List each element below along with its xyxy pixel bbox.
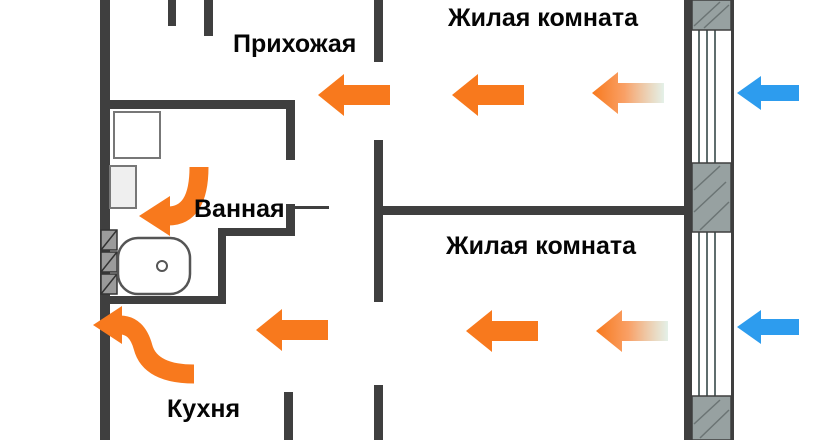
room-label-hallway: Прихожая bbox=[233, 30, 357, 58]
room-label-living-room-bottom: Жилая комната bbox=[446, 232, 637, 260]
exhaust-arrow-curved-kitchen-icon bbox=[93, 306, 195, 384]
wall-bathroom-right-lower bbox=[286, 204, 295, 236]
sink bbox=[109, 165, 137, 209]
exhaust-arrow-faded-icon bbox=[592, 72, 664, 114]
wall-bathroom-right-upper bbox=[286, 100, 295, 160]
wall-bathroom-inner-top bbox=[218, 228, 295, 236]
bathtub bbox=[116, 236, 192, 296]
exhaust-arrow-icon bbox=[318, 74, 390, 116]
fresh-air-arrow-icon bbox=[737, 76, 799, 110]
bathtub-drain bbox=[156, 260, 168, 272]
wall-kitchen-stub bbox=[284, 392, 293, 440]
wall-center-bottom-stub bbox=[374, 385, 383, 440]
wall-bathroom-inner-vertical bbox=[218, 228, 226, 304]
window-glazing-bottom bbox=[698, 232, 716, 396]
bathroom-fixtures bbox=[100, 111, 192, 296]
wall-hallway-bottom bbox=[110, 100, 295, 109]
exhaust-arrow-faded-icon bbox=[596, 310, 668, 352]
window-pier-hatching bbox=[693, 1, 730, 439]
wall-right-exterior-outer bbox=[731, 0, 734, 440]
exhaust-arrow-icon bbox=[256, 309, 328, 351]
service-shafts bbox=[100, 229, 118, 295]
window-glazing-top bbox=[698, 30, 716, 163]
window-piers bbox=[691, 0, 732, 440]
room-label-bathroom: Ванная bbox=[194, 195, 285, 223]
wall-bathroom-bottom bbox=[100, 296, 226, 304]
exhaust-arrow-icon bbox=[466, 310, 538, 352]
wall-living-rooms-divider bbox=[374, 206, 691, 215]
wall-center-vertical bbox=[374, 140, 383, 302]
fresh-airflow-arrows bbox=[737, 76, 799, 344]
wall-right-exterior-inner bbox=[684, 0, 692, 440]
room-label-living-room-top: Жилая комната bbox=[448, 4, 639, 32]
exhaust-airflow-arrows bbox=[93, 72, 668, 384]
exhaust-arrow-icon bbox=[452, 74, 524, 116]
washing-machine bbox=[113, 111, 161, 159]
fresh-air-arrow-icon bbox=[737, 310, 799, 344]
wall-entry-stub bbox=[168, 0, 176, 26]
bathroom-door-leaf bbox=[293, 206, 329, 209]
exhaust-arrow-curved-bathroom-icon bbox=[139, 166, 209, 236]
room-label-kitchen: Кухня bbox=[167, 395, 241, 423]
wall-stub-hallway-right bbox=[374, 0, 383, 62]
window-pier bbox=[691, 395, 732, 440]
window-pier bbox=[691, 0, 732, 31]
walls bbox=[100, 0, 734, 440]
wall-left-exterior bbox=[100, 0, 110, 440]
wall-stub-hallway-left bbox=[204, 0, 213, 36]
window-assembly bbox=[691, 0, 732, 440]
